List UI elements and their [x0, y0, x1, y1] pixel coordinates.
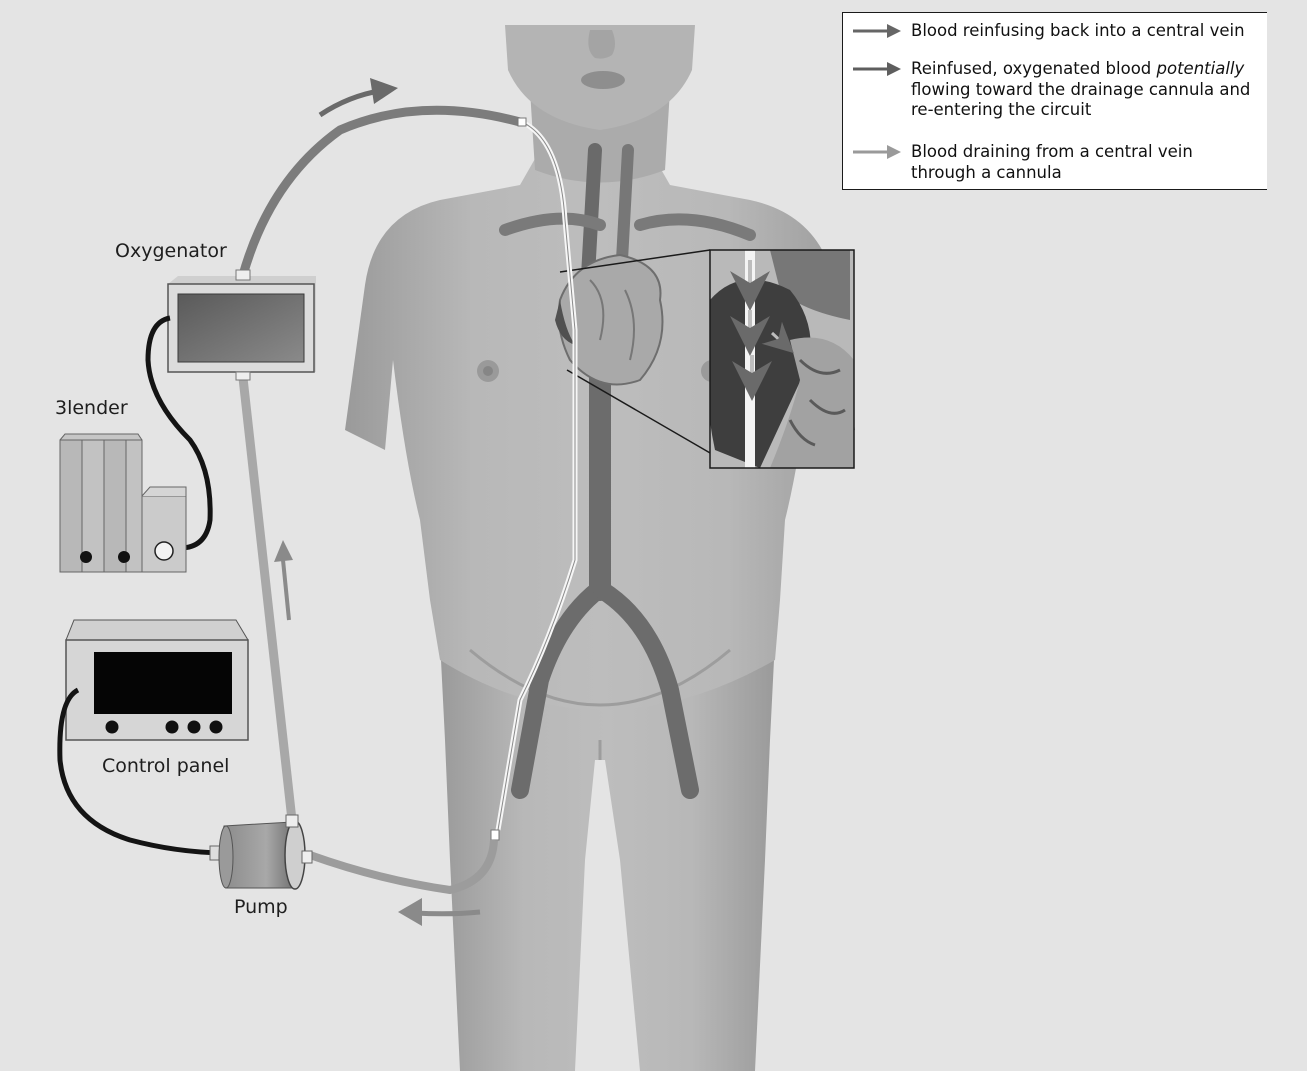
legend-item-drainage: Blood draining from a central vein throu… [851, 142, 1193, 183]
dark-arrow-icon [851, 59, 903, 79]
blender-device [60, 434, 186, 572]
dark-arrow-icon [851, 21, 903, 41]
legend-text-reinfusion: Blood reinfusing back into a central vei… [911, 21, 1245, 42]
control-panel-device [66, 620, 248, 740]
pump-to-oxygenator-tube [243, 378, 292, 820]
legend-item-recirculation: Reinfused, oxygenated blood potentially … [851, 59, 1250, 121]
legend-item-reinfusion: Blood reinfusing back into a central vei… [851, 21, 1245, 42]
blender-label: 3lender [55, 399, 128, 418]
legend: Blood reinfusing back into a central vei… [842, 12, 1267, 190]
light-arrow-icon [851, 142, 903, 162]
pump-label: Pump [234, 898, 288, 917]
oxygenator-label: Oxygenator [115, 242, 227, 261]
control-panel-label: Control panel [102, 757, 229, 776]
legend-text-recirculation: Reinfused, oxygenated blood potentially … [911, 59, 1250, 121]
legend-text-drainage: Blood draining from a central vein throu… [911, 142, 1193, 183]
oxygenator-device [168, 270, 316, 380]
pump-device [210, 815, 312, 889]
heart-inset [706, 250, 854, 468]
